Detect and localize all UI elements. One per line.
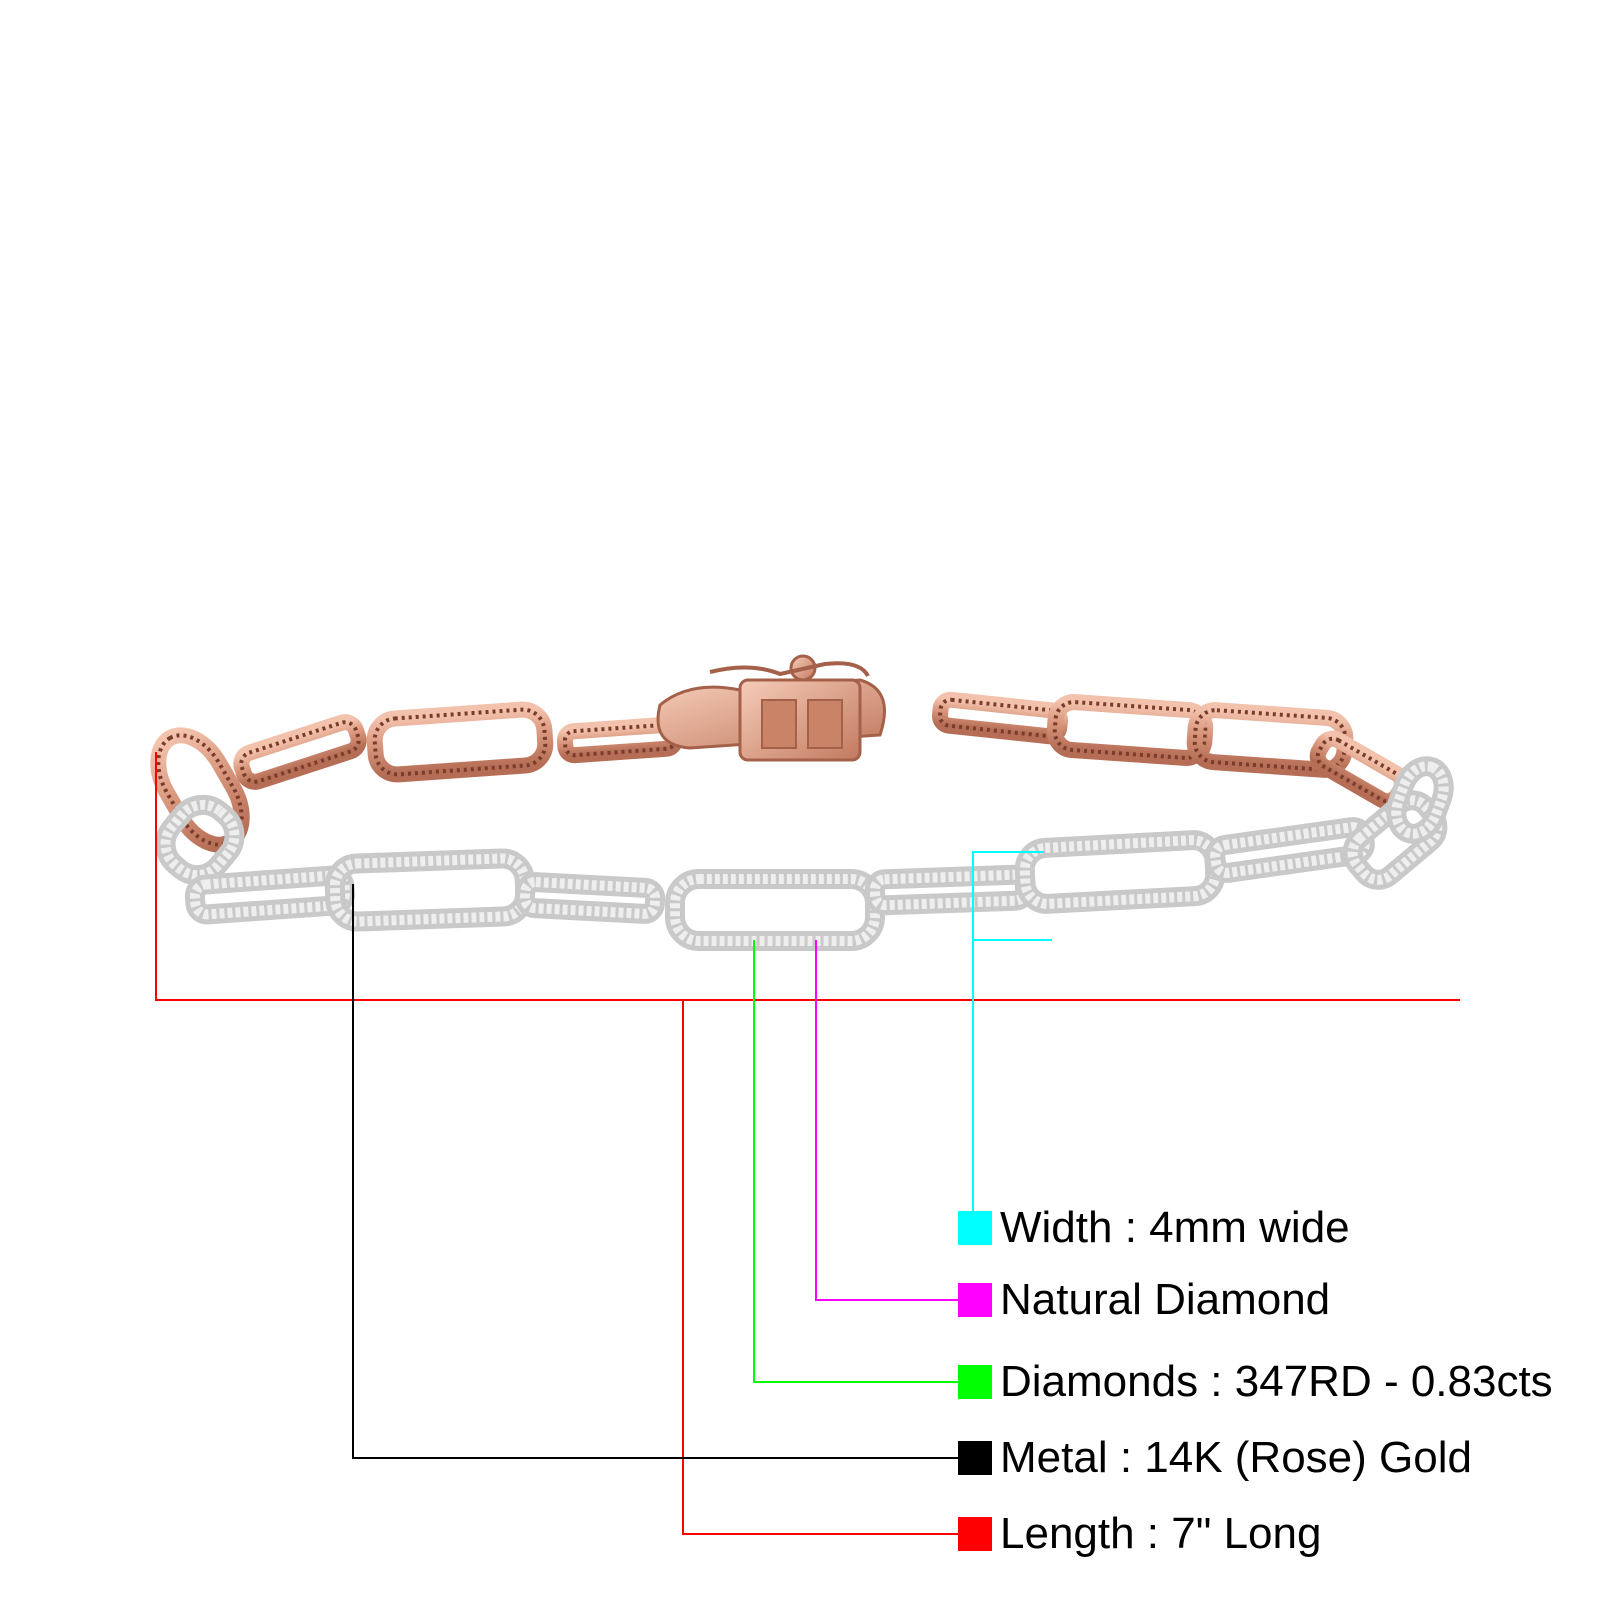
- metal-color-swatch: [958, 1441, 992, 1475]
- front-link-0: [155, 794, 245, 886]
- natural-diamond-label: Natural Diamond: [1000, 1275, 1331, 1324]
- front-link-3: [514, 872, 666, 924]
- spec-width: Width : 4mm wide: [958, 1203, 1350, 1252]
- length-color-swatch: [958, 1517, 992, 1551]
- callout-lines: [155, 752, 1460, 1535]
- back-link-1: [233, 714, 367, 790]
- width-color-swatch: [958, 1211, 992, 1245]
- width-label: Width : 4mm wide: [1000, 1203, 1350, 1252]
- front-link-5: [864, 864, 1036, 916]
- front-link-9: [1386, 756, 1454, 844]
- diamonds-label: Diamonds : 347RD - 0.83cts: [1000, 1357, 1553, 1406]
- front-chain-links: [155, 756, 1454, 951]
- box-clasp: [656, 654, 886, 762]
- spec-natural-diamond: Natural Diamond: [958, 1275, 1331, 1324]
- spec-length: Length : 7" Long: [958, 1509, 1322, 1558]
- diamonds-color-swatch: [958, 1365, 992, 1399]
- front-link-1: [184, 865, 356, 925]
- natural-diamond-color-swatch: [958, 1283, 992, 1317]
- spec-metal: Metal : 14K (Rose) Gold: [958, 1433, 1472, 1482]
- front-link-4: [665, 869, 885, 951]
- back-link-5: [1046, 694, 1214, 766]
- front-link-2: [324, 848, 536, 932]
- back-link-4: [931, 691, 1069, 745]
- spec-diamonds: Diamonds : 347RD - 0.83cts: [958, 1357, 1553, 1406]
- front-link-6: [1014, 830, 1226, 914]
- length-label: Length : 7" Long: [1000, 1509, 1322, 1558]
- metal-label: Metal : 14K (Rose) Gold: [1000, 1433, 1472, 1482]
- back-link-2: [366, 701, 554, 783]
